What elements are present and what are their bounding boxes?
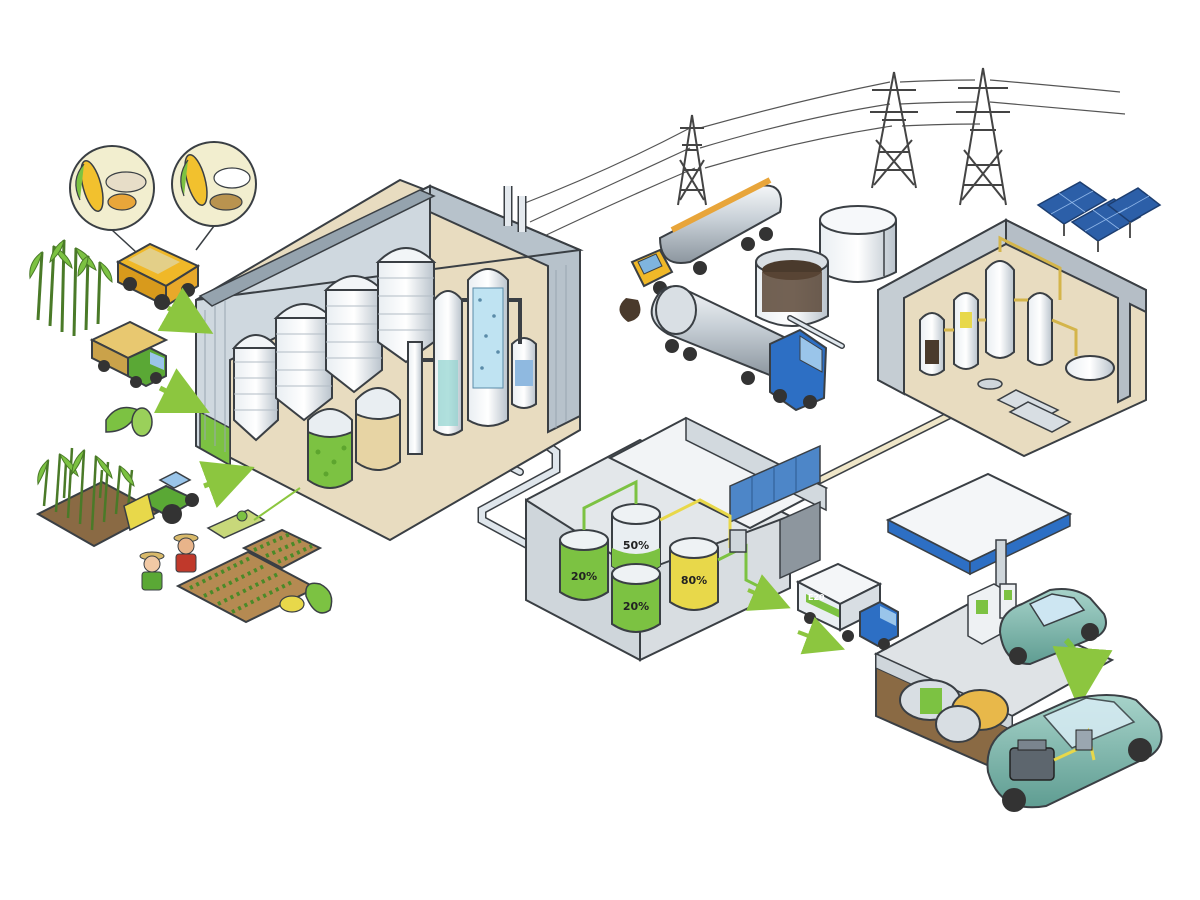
sugarcane-field (35, 447, 161, 548)
farmer-icon (173, 533, 199, 573)
grain-silos (231, 247, 437, 442)
blend-tank-a: 20% (559, 529, 609, 601)
power-pylon-icon (956, 67, 1010, 206)
fermentation-tank-grain (355, 387, 401, 471)
corn-seeds-icon (171, 141, 257, 227)
distillation-columns (407, 268, 537, 455)
power-lines (519, 79, 1126, 239)
storage-tank-white (819, 205, 897, 283)
icon-connectors (111, 225, 215, 253)
tanker-truck-yellow (619, 177, 782, 322)
farm-truck (89, 320, 169, 388)
tractor-icon (115, 242, 201, 310)
fuel-station (873, 472, 1115, 778)
tank-d-label: 80% (681, 574, 707, 587)
truck-side-label: E20 (808, 593, 825, 602)
power-pylon-icon (870, 71, 918, 189)
sugarcane-icon (29, 238, 113, 337)
tank-b-label: 50% (623, 539, 649, 552)
harvester-tractor (123, 471, 199, 532)
engine-icon (1009, 727, 1096, 781)
tank-c-label: 20% (623, 600, 649, 613)
farmer-icon (139, 551, 165, 591)
car-at-pump (998, 588, 1107, 666)
tank-a-label: 20% (571, 570, 597, 583)
cut-cane-bundle (206, 509, 266, 539)
flex-fuel-car (986, 694, 1163, 812)
blend-tank-c: 20% (611, 563, 661, 633)
fermentation-tank-green (307, 408, 353, 489)
corn-sack (279, 582, 333, 614)
tanker-truck-blue (650, 285, 828, 412)
power-pylon-icon (677, 114, 707, 206)
feed-link (253, 487, 301, 521)
processing-plant (877, 218, 1147, 458)
storage-tank-oil (755, 248, 829, 327)
flow-arrow (1052, 637, 1113, 708)
flow-arrows-blending (746, 574, 845, 655)
flow-arrows-feedstock (153, 287, 255, 508)
corn-grain-icon (69, 145, 155, 231)
solar-panel-icon (1036, 181, 1162, 252)
blend-tank-d: 80% (669, 537, 719, 611)
leaf-icon (105, 406, 153, 437)
